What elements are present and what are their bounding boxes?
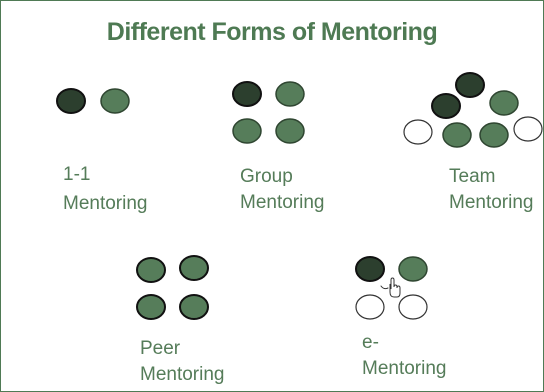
label-e-mentoring: e- Mentoring (362, 330, 447, 382)
mentee-circle (442, 122, 472, 148)
mentor-circle (455, 72, 485, 98)
label-team: Team Mentoring (449, 164, 534, 216)
mentor-circle (232, 81, 262, 107)
participant-circle (513, 116, 543, 142)
group-mentoring-circles (232, 81, 305, 144)
mentee-circle (100, 88, 130, 114)
peer-circle (179, 294, 209, 320)
participant-circle (355, 294, 385, 320)
page-title: Different Forms of Mentoring (106, 18, 438, 46)
mentee-circle (232, 118, 262, 144)
mentee-circle (489, 90, 519, 116)
peer-circle (179, 255, 209, 281)
mentee-circle (275, 118, 305, 144)
participant-circle (403, 119, 433, 145)
label-one-to-one: 1-1 Mentoring (63, 162, 148, 217)
label-line: Group (240, 166, 293, 187)
label-line: 1-1 (63, 164, 91, 185)
label-line: Mentoring (449, 192, 534, 213)
peer-circle (136, 257, 166, 283)
team-mentoring-circles (403, 72, 543, 148)
one-to-one-group (56, 88, 130, 114)
label-group: Group Mentoring (240, 164, 325, 216)
label-line: e- (362, 332, 379, 353)
label-line: Mentoring (362, 358, 447, 379)
mentee-circle (275, 81, 305, 107)
peer-mentoring-circles (136, 255, 209, 320)
label-line: Mentoring (240, 192, 325, 213)
label-peer: Peer Mentoring (140, 336, 225, 388)
mentee-circle (398, 256, 428, 282)
mentor-circle (355, 256, 385, 282)
peer-circle (136, 294, 166, 320)
label-line: Mentoring (63, 193, 148, 214)
label-line: Team (449, 166, 496, 187)
mentor-circle (431, 93, 461, 119)
mentee-circle (479, 122, 509, 148)
hand-pointer-icon (380, 277, 401, 298)
e-mentoring-circles (355, 256, 428, 320)
label-line: Mentoring (140, 364, 225, 385)
mentor-circle (56, 88, 86, 114)
participant-circle (398, 294, 428, 320)
label-line: Peer (140, 338, 181, 359)
